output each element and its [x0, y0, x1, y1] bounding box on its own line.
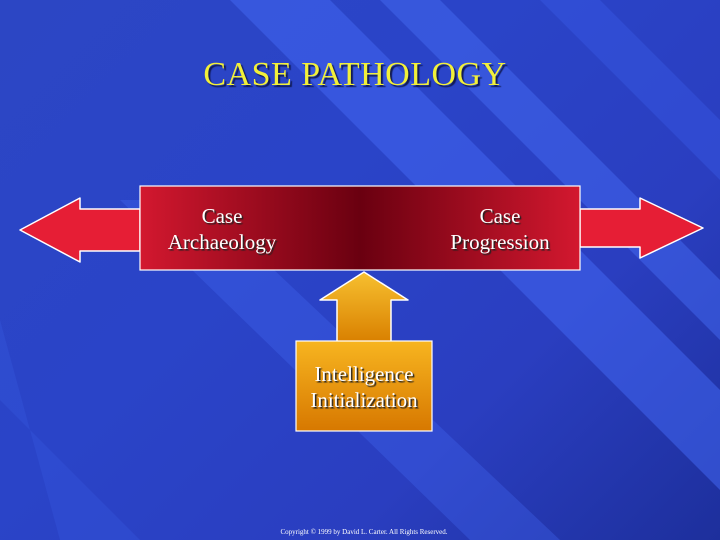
slide-title: CASE PATHOLOGY — [203, 56, 507, 93]
case-archaeology-label: Case Archaeology — [152, 203, 292, 255]
case-archaeology-line1: Case — [201, 204, 243, 228]
case-progression-label: Case Progression — [430, 203, 570, 255]
intelligence-initialization-line2: Initialization — [310, 388, 418, 412]
red-bar — [139, 185, 581, 271]
intelligence-initialization-label: Intelligence Initialization — [296, 361, 432, 413]
case-progression-line2: Progression — [450, 230, 550, 254]
case-progression-line1: Case — [479, 204, 521, 228]
case-archaeology-line2: Archaeology — [167, 230, 277, 254]
right-arrow — [579, 197, 704, 259]
intelligence-initialization-line1: Intelligence — [314, 362, 414, 386]
orange-box — [295, 340, 433, 432]
copyright-notice: Copyright © 1999 by David L. Carter. All… — [280, 528, 448, 536]
left-arrow — [19, 197, 141, 263]
up-arrow — [319, 271, 409, 343]
